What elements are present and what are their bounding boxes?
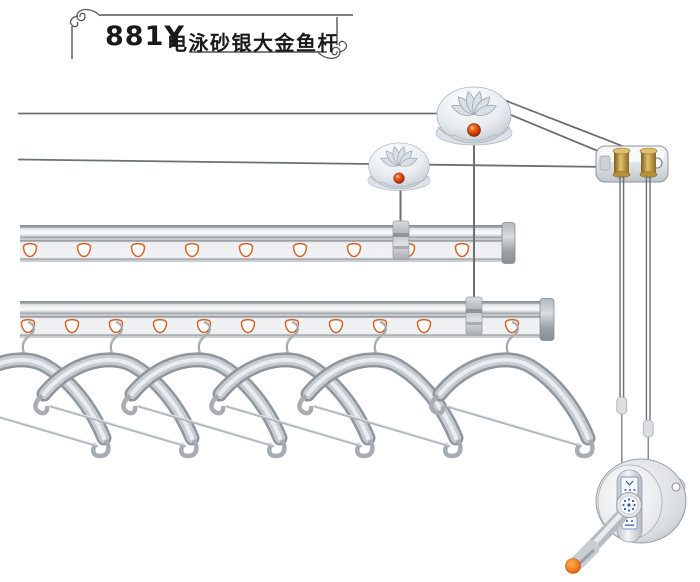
scroll-flourish-icon: [69, 8, 101, 28]
ceiling-pulley-large: [435, 86, 513, 146]
hand-crank-winch: [565, 458, 687, 574]
product-name: 电泳砂银大金鱼杆: [167, 31, 339, 55]
corner-pulley-bracket: [595, 145, 686, 497]
clothes-hangers: [0, 322, 592, 456]
product-title-block: 881Y 电泳砂银大金鱼杆: [65, 8, 365, 70]
lower-drying-rod: [20, 298, 555, 341]
crank-handle[interactable]: [565, 505, 632, 574]
brass-pulley-roller: [639, 147, 658, 178]
crank-handle-grip-tip[interactable]: [565, 558, 581, 574]
title-decorative-frame: [69, 8, 353, 60]
rod-end-cap: [501, 222, 516, 264]
upper-drying-rod: [20, 222, 516, 264]
winch-cables: [616, 176, 654, 470]
rod-end-cap: [539, 298, 555, 341]
brass-pulley-roller: [612, 147, 631, 178]
rod-cable-clamp: [465, 296, 483, 336]
cable-crimp-bead: [616, 396, 628, 415]
ceiling-pulley-small: [367, 142, 431, 191]
scroll-flourish-icon: [316, 40, 348, 60]
ceiling-wires: [17, 99, 649, 168]
product-model-number: 881Y: [105, 21, 185, 52]
winch-mount-hole: [671, 482, 681, 492]
rod-cable-clamp: [392, 220, 410, 260]
winch-dial: [616, 492, 642, 518]
cable-crimp-bead: [642, 419, 654, 438]
